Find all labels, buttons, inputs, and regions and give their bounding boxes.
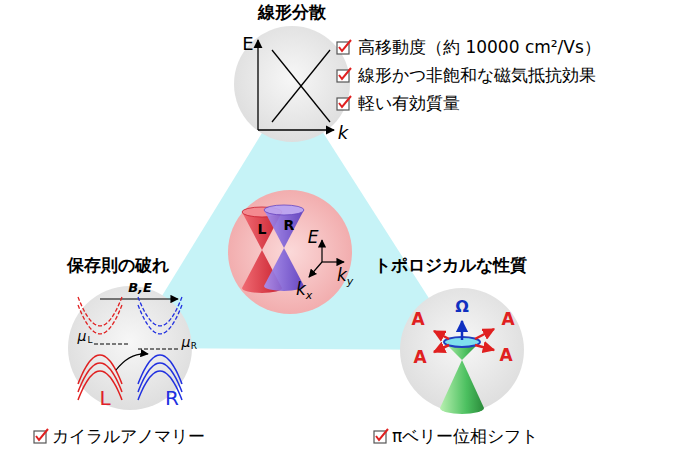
path-shape xyxy=(444,342,480,360)
line-shape xyxy=(461,321,464,340)
ellipse-shape xyxy=(264,205,304,215)
dispersion-graph xyxy=(258,40,334,130)
weyl-cone-right xyxy=(264,205,304,291)
checklist-item: 線形かつ非飽和な磁気抵抗効果 xyxy=(358,66,596,86)
polyline-shape xyxy=(339,68,351,79)
node-circle: 保存則の破れB,EμLμRLR xyxy=(68,286,192,410)
node-text: E xyxy=(242,34,253,55)
node-text: μ xyxy=(182,334,191,350)
vector-potential-arrows xyxy=(434,329,494,352)
rect-shape xyxy=(337,98,349,110)
node-text: E xyxy=(308,228,319,248)
path-shape xyxy=(264,210,304,248)
line-shape xyxy=(475,345,494,350)
node-text: 保存則の破れ xyxy=(67,256,169,276)
node-text: A xyxy=(501,310,514,330)
polyline-shape xyxy=(36,429,48,440)
polyline-shape xyxy=(339,96,351,107)
path-shape xyxy=(138,371,182,400)
pumping-arrow xyxy=(116,354,148,370)
circle-fill xyxy=(400,288,524,412)
node-text: 線形分散 xyxy=(258,3,326,23)
path-shape xyxy=(138,355,182,384)
checklist-item: カイラルアノマリー xyxy=(52,427,205,447)
checklist-item: 軽い有効質量 xyxy=(358,94,460,114)
node-text: y xyxy=(347,276,354,289)
node-text: x xyxy=(306,290,313,303)
path-shape xyxy=(78,305,122,334)
circle-outline xyxy=(228,190,352,314)
rect-shape xyxy=(337,42,349,54)
fermi-levels xyxy=(94,344,178,349)
line-shape xyxy=(475,329,494,339)
node-text: k xyxy=(338,123,348,144)
circle-fill xyxy=(234,26,350,142)
path-shape xyxy=(138,297,182,326)
node-text: k xyxy=(337,266,347,286)
band-curves xyxy=(78,297,182,400)
line-shape xyxy=(257,40,258,130)
line-shape xyxy=(322,261,344,262)
node-text: A xyxy=(411,310,424,330)
path-shape xyxy=(242,212,282,250)
path-shape xyxy=(440,360,484,414)
line-shape xyxy=(434,331,449,339)
path-shape xyxy=(78,297,122,326)
circle-fill xyxy=(68,286,192,410)
line-shape xyxy=(272,50,330,122)
node-text: R xyxy=(165,387,179,410)
node-circle: LREkxky xyxy=(228,190,352,314)
node-text: R xyxy=(284,217,295,233)
node-text: Ω xyxy=(455,298,469,316)
node-text: k xyxy=(296,280,306,300)
node-text: B,E xyxy=(128,281,152,296)
line-shape xyxy=(94,344,130,345)
line-shape xyxy=(100,298,178,299)
line-shape xyxy=(258,129,334,130)
ellipse-shape xyxy=(444,337,480,347)
line-shape xyxy=(138,349,178,350)
polyline-shape xyxy=(339,40,351,51)
checklist-item: 高移動度（約 10000 cm²/Vs） xyxy=(358,38,601,58)
line-shape xyxy=(309,262,322,277)
node-text: R xyxy=(191,341,197,351)
path-shape xyxy=(138,363,182,392)
checklist-item: πベリー位相シフト xyxy=(392,427,538,447)
line-shape xyxy=(434,345,449,352)
momentum-axes xyxy=(309,240,344,277)
node-text: トポロジカルな性質 xyxy=(374,256,527,276)
berry-cone xyxy=(440,321,484,414)
field-arrow xyxy=(100,299,178,300)
node-text: μ xyxy=(78,328,87,344)
circle-fill xyxy=(228,190,352,314)
check-marks xyxy=(36,40,388,440)
line-shape xyxy=(321,240,322,262)
rect-shape xyxy=(34,431,46,443)
line-shape xyxy=(272,50,330,122)
node-text: L xyxy=(258,221,267,237)
node-text: A xyxy=(499,346,512,366)
node-circle: 線形分散Ek xyxy=(234,26,350,142)
checkbox-icons xyxy=(34,42,386,443)
node-text: L xyxy=(87,335,92,345)
ellipse-shape xyxy=(242,207,282,217)
path-shape xyxy=(78,355,122,384)
path-shape xyxy=(78,363,122,392)
weyl-cone-left xyxy=(242,207,282,293)
node-text: L xyxy=(99,387,110,410)
rect-shape xyxy=(337,70,349,82)
node-text: A xyxy=(413,348,426,368)
path-shape xyxy=(138,305,182,334)
polyline-shape xyxy=(376,429,388,440)
path-shape xyxy=(264,248,304,291)
rect-shape xyxy=(374,431,386,443)
path-shape xyxy=(78,371,122,400)
node-circle: トポロジカルな性質ΩAAAA xyxy=(400,288,524,412)
path-shape xyxy=(242,250,282,293)
